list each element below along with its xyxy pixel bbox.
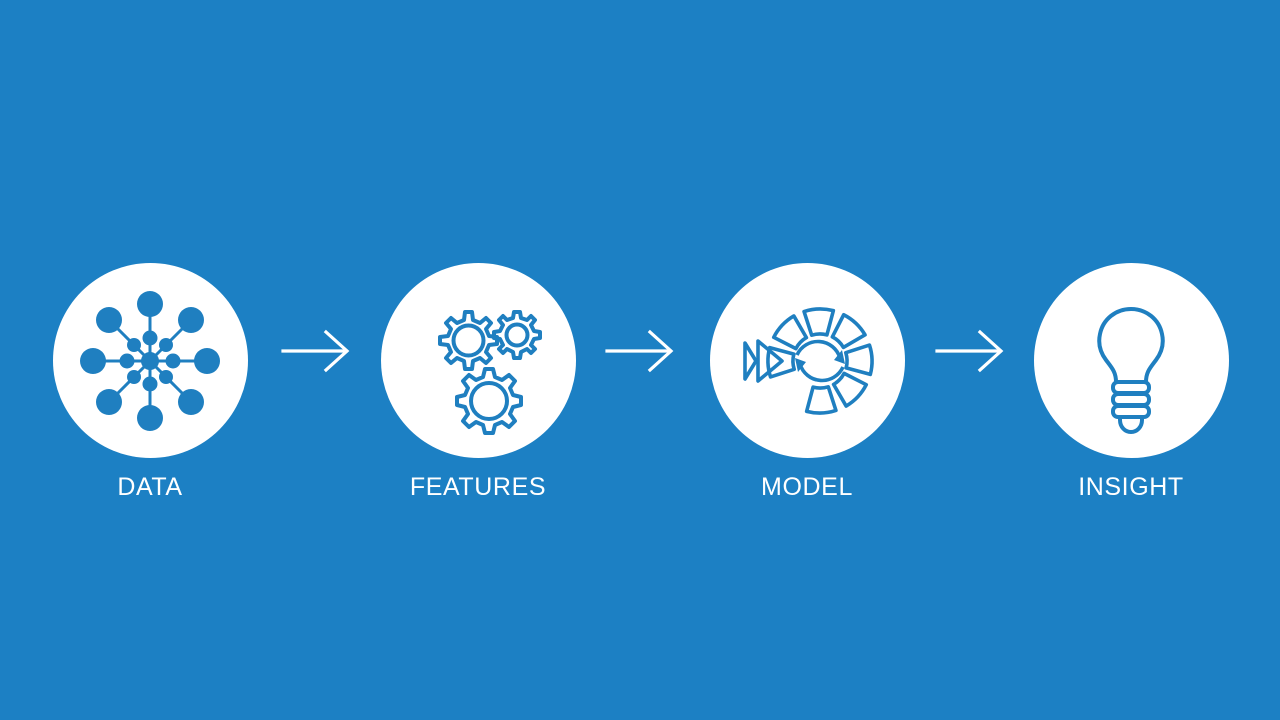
arrow-right-icon bbox=[604, 327, 676, 375]
network-nodes-icon bbox=[75, 286, 225, 436]
gears-icon bbox=[403, 286, 553, 436]
step-insight-circle bbox=[1033, 263, 1229, 458]
model-wheel-icon bbox=[732, 286, 882, 436]
arrow-right-icon bbox=[934, 327, 1006, 375]
step-model[interactable]: MODEL bbox=[692, 263, 922, 502]
step-insight-label: INSIGHT bbox=[1078, 473, 1184, 501]
step-model-label: MODEL bbox=[761, 473, 853, 501]
step-model-circle bbox=[709, 263, 905, 458]
step-insight[interactable]: INSIGHT bbox=[1016, 263, 1246, 502]
step-features[interactable]: FEATURES bbox=[363, 263, 593, 502]
step-data[interactable]: DATA bbox=[35, 263, 265, 502]
step-features-label: FEATURES bbox=[409, 473, 547, 501]
arrow-right-icon bbox=[280, 327, 352, 375]
step-features-circle bbox=[380, 263, 576, 458]
lightbulb-icon bbox=[1056, 286, 1206, 436]
step-data-label: DATA bbox=[117, 473, 183, 501]
step-data-circle bbox=[52, 263, 248, 458]
